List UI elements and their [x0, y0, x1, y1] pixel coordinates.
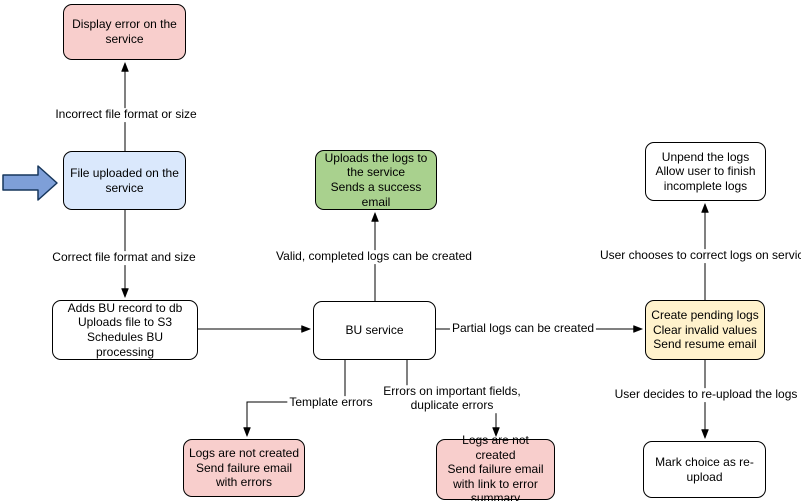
node-uploads-logs-label: Uploads the logs to the service Sends a …: [324, 150, 428, 209]
edge-label-correct-format: Correct file format and size: [50, 250, 198, 265]
node-unpend-logs-label: Unpend the logs Allow user to finish inc…: [655, 149, 756, 193]
edge-label-important-errors: Errors on important fields, duplicate er…: [381, 384, 523, 413]
node-logs-not-created-errors[interactable]: Logs are not created Send failure email …: [183, 439, 305, 497]
edge-label-incorrect-format: Incorrect file format or size: [53, 107, 199, 122]
node-file-uploaded-label: File uploaded on the service: [70, 165, 179, 195]
node-adds-bu-record-label: Adds BU record to db Uploads file to S3 …: [67, 300, 183, 359]
node-uploads-logs-success[interactable]: Uploads the logs to the service Sends a …: [315, 150, 437, 210]
node-bu-service-label: BU service: [345, 323, 404, 338]
edge-label-user-chooses: User chooses to correct logs on service: [597, 248, 801, 263]
node-file-uploaded[interactable]: File uploaded on the service: [63, 151, 186, 210]
entry-arrow-icon: [2, 165, 58, 201]
node-unpend-logs[interactable]: Unpend the logs Allow user to finish inc…: [645, 142, 766, 201]
node-create-pending-logs[interactable]: Create pending logs Clear invalid values…: [645, 300, 765, 360]
node-logs-not-created-summary[interactable]: Logs are not created Send failure email …: [436, 433, 555, 501]
node-create-pending-logs-label: Create pending logs Clear invalid values…: [651, 308, 759, 352]
node-mark-choice-reupload[interactable]: Mark choice as re-upload: [643, 441, 766, 498]
node-display-error-label: Display error on the service: [72, 17, 177, 46]
node-adds-bu-record[interactable]: Adds BU record to db Uploads file to S3 …: [52, 300, 198, 360]
edge-label-partial-logs: Partial logs can be created: [449, 321, 597, 336]
node-bu-service[interactable]: BU service: [313, 301, 436, 360]
edge-label-user-decides: User decides to re-upload the logs: [612, 387, 800, 402]
node-logs-not-created-errors-label: Logs are not created Send failure email …: [188, 446, 300, 490]
node-display-error[interactable]: Display error on the service: [63, 4, 186, 60]
edge-label-template-errors: Template errors: [287, 395, 375, 410]
edge-label-valid-logs: Valid, completed logs can be created: [274, 249, 474, 264]
node-logs-not-created-summary-label: Logs are not created Send failure email …: [447, 432, 544, 501]
node-mark-choice-reupload-label: Mark choice as re-upload: [655, 454, 754, 484]
